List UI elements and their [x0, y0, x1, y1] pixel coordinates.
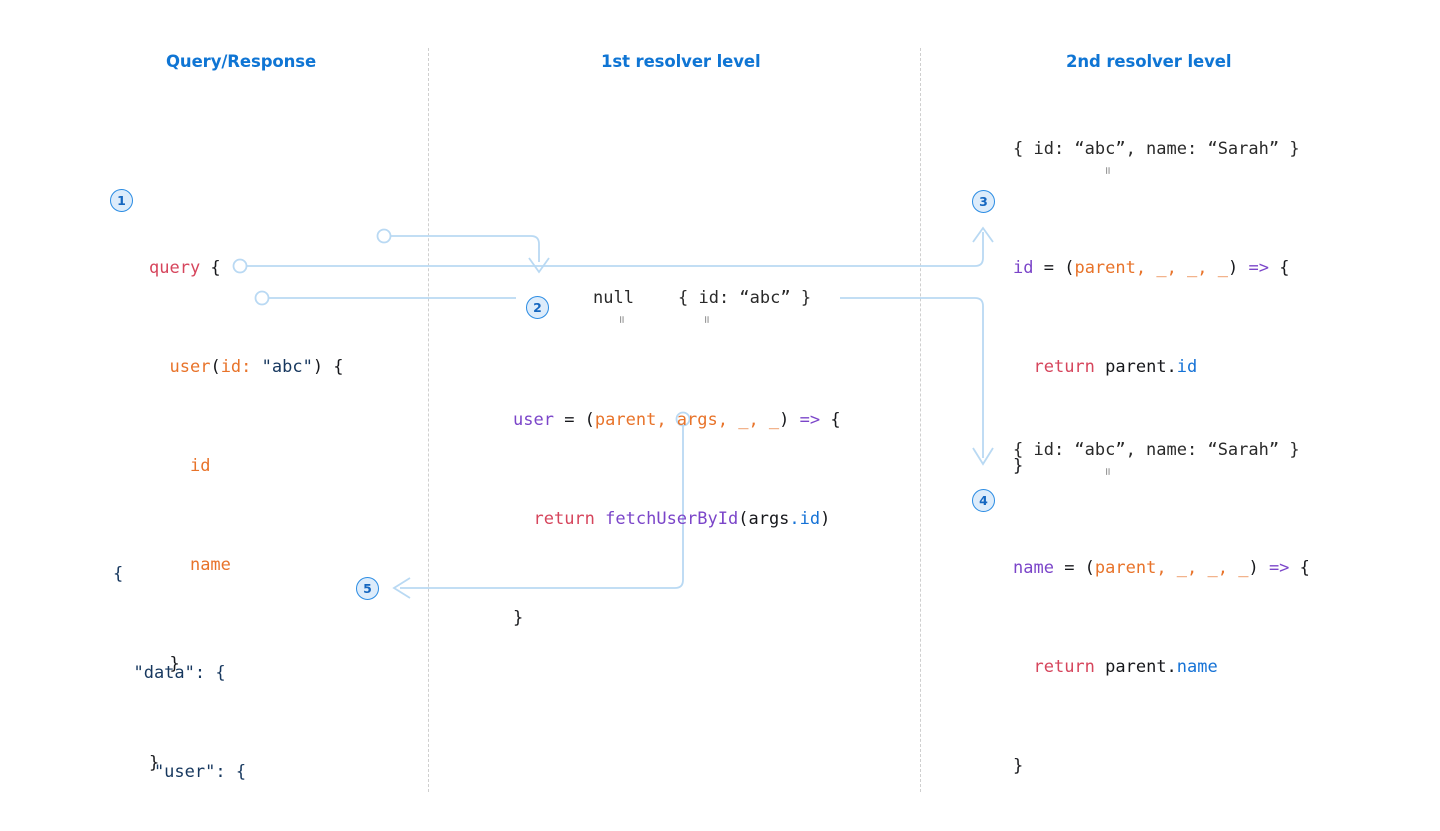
resolver2-id-paren-close: ) — [1227, 258, 1239, 278]
query-line5-brace: } — [169, 654, 180, 674]
resolver1-name: user — [513, 410, 554, 430]
resolver2-name-return-line: return parent.name — [1013, 651, 1310, 684]
wire-id-to-resolver3 — [247, 232, 984, 267]
resolver1-paren-open: ( — [584, 410, 595, 430]
column-divider-1 — [428, 48, 429, 792]
wire-arrowhead-response — [392, 577, 411, 599]
resolver2-id-block: id = (parent, _, _, _) => { return paren… — [1013, 186, 1289, 549]
resolver1-return-arg-property: .id — [789, 509, 821, 529]
step-badge-3[interactable]: 3 — [972, 190, 995, 213]
resolver1-brace-close: } — [513, 608, 524, 628]
resolver2-id-signature: id = (parent, _, _, _) => { — [1013, 252, 1289, 285]
query-arg-id: id: — [220, 357, 252, 377]
resolver1-parent-equals-marker: = — [613, 315, 629, 324]
resolver2-id-params: parent, _, _, _ — [1074, 258, 1228, 278]
resolver1-signature: user = (parent, args, _, _) => { — [513, 404, 841, 437]
resolver1-paren-close: ) — [779, 410, 790, 430]
resolver1-return-arg-object: args — [748, 509, 790, 529]
resolver1-closing-brace: } — [513, 602, 841, 635]
resolver2-id-eq: = — [1033, 258, 1065, 278]
resolver1-brace-open: { — [830, 410, 841, 430]
wire-user-to-resolver1 — [391, 235, 540, 262]
resolver2-id-return-property: id — [1176, 357, 1198, 377]
resolver2-name-equals-marker: = — [1099, 467, 1115, 476]
wire-arrowhead-name — [972, 447, 994, 466]
wire-name-to-resolver4 — [840, 297, 984, 458]
query-keyword: query — [149, 258, 201, 278]
response-line-3: "user": { — [113, 762, 247, 782]
step-badge-4[interactable]: 4 — [972, 489, 995, 512]
resolver2-id-parent-literal: { id: “abc”, name: “Sarah” } — [1013, 139, 1300, 159]
query-line-4: name — [149, 549, 344, 582]
resolver1-arg-paren-close: ) — [820, 509, 831, 529]
column-divider-2 — [920, 48, 921, 792]
resolver2-name-closing-brace: } — [1013, 750, 1310, 783]
resolver1-params: parent, args, _, _ — [594, 410, 780, 430]
query-line1-brace: { — [200, 258, 221, 278]
step-badge-5[interactable]: 5 — [356, 577, 379, 600]
resolver2-name-return-property: name — [1176, 657, 1218, 677]
resolver1-return-line: return fetchUserById(args.id) — [513, 503, 841, 536]
resolver2-name-paren-close: ) — [1248, 558, 1259, 578]
resolver2-id-return-keyword: return — [1033, 357, 1095, 377]
wire-arrowhead-user — [528, 257, 550, 274]
resolver2-name-eq: = — [1053, 558, 1085, 578]
response-line-1: { — [113, 564, 124, 584]
resolver2-id-closing-brace: } — [1013, 450, 1289, 483]
resolver1-parent-literal: null — [593, 288, 634, 308]
resolver2-name-arrow: => — [1258, 558, 1300, 578]
resolver2-name-parent-literal: { id: “abc”, name: “Sarah” } — [1013, 440, 1300, 460]
resolver1-eq: = — [553, 410, 585, 430]
resolver2-name-paren-open: ( — [1084, 558, 1095, 578]
query-block: query { user(id: "abc") { id name } } — [149, 186, 344, 831]
resolver2-name-brace-close: } — [1013, 756, 1024, 776]
resolver2-id-brace-close: } — [1013, 456, 1024, 476]
resolver2-name-params: parent, _, _, _ — [1094, 558, 1249, 578]
resolver2-id-name: id — [1013, 258, 1034, 278]
query-line-1: query { — [149, 252, 344, 285]
wire-dot-user — [376, 228, 392, 244]
query-field-user: user — [169, 357, 211, 377]
resolver1-args-equals-marker: = — [698, 315, 714, 324]
query-line-2: user(id: "abc") { — [149, 351, 344, 384]
response-block: { "data": { "user": { "id": "abc", "name… — [113, 492, 328, 831]
column-heading-first-resolver-level: 1st resolver level — [601, 52, 761, 71]
query-line2-paren-open: ( — [210, 357, 221, 377]
resolver2-name-signature: name = (parent, _, _, _) => { — [1013, 552, 1310, 585]
resolver1-arrow: => — [789, 410, 831, 430]
resolver2-name-brace-open: { — [1299, 558, 1310, 578]
column-heading-second-resolver-level: 2nd resolver level — [1066, 52, 1232, 71]
resolver2-id-paren-open: ( — [1064, 258, 1075, 278]
resolver2-name-name: name — [1013, 558, 1054, 578]
column-heading-query-response: Query/Response — [166, 52, 317, 71]
query-field-name: name — [189, 555, 231, 575]
resolver2-id-arrow: => — [1238, 258, 1280, 278]
wire-arrowhead-id — [972, 226, 994, 243]
resolver1-return-function: fetchUserById — [605, 509, 739, 529]
response-line-2: "data": { — [113, 663, 226, 683]
step-badge-1[interactable]: 1 — [110, 189, 133, 212]
resolver2-id-equals-marker: = — [1099, 166, 1115, 175]
resolver1-block: user = (parent, args, _, _) => { return … — [513, 338, 841, 701]
query-line6-brace: } — [149, 753, 160, 773]
query-line-6: } — [149, 747, 344, 780]
resolver2-id-return-line: return parent.id — [1013, 351, 1289, 384]
resolver2-name-block: name = (parent, _, _, _) => { return par… — [1013, 486, 1310, 831]
query-line-5: } — [149, 648, 344, 681]
query-arg-value: "abc" — [251, 357, 313, 377]
query-line-3: id — [149, 450, 344, 483]
resolver2-name-return-object: parent. — [1094, 657, 1177, 677]
resolver1-return-keyword: return — [533, 509, 595, 529]
resolver2-id-brace-open: { — [1279, 258, 1290, 278]
resolver2-name-return-keyword: return — [1033, 657, 1095, 677]
query-line2-paren-close: ) { — [312, 357, 344, 377]
resolver1-arg-paren-open: ( — [738, 509, 749, 529]
step-badge-2[interactable]: 2 — [526, 296, 549, 319]
resolver1-args-literal: { id: “abc” } — [678, 288, 812, 308]
query-field-id: id — [189, 456, 211, 476]
resolver2-id-return-object: parent. — [1094, 357, 1177, 377]
